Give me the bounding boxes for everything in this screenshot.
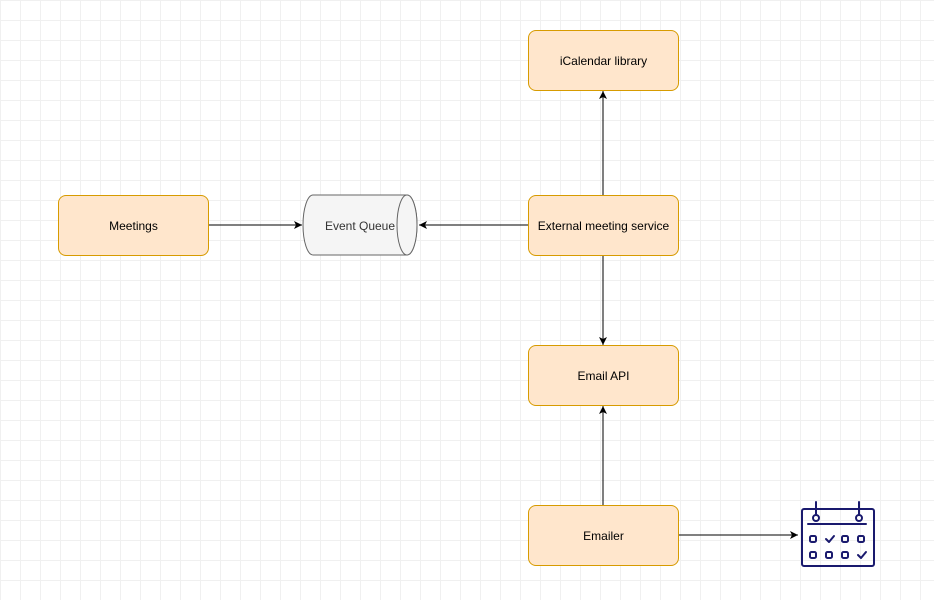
email-api-label: Email API	[577, 368, 630, 383]
meetings-label: Meetings	[109, 218, 158, 233]
external-meeting-service-node[interactable]: External meeting service	[528, 195, 679, 256]
icalendar-library-node[interactable]: iCalendar library	[528, 30, 679, 91]
event-queue-text: Event Queue	[324, 218, 396, 233]
meetings-node[interactable]: Meetings	[58, 195, 209, 256]
external-meeting-service-label: External meeting service	[537, 218, 670, 233]
calendar-icon[interactable]	[800, 500, 876, 570]
emailer-node[interactable]: Emailer	[528, 505, 679, 566]
email-api-node[interactable]: Email API	[528, 345, 679, 406]
emailer-label: Emailer	[583, 528, 624, 543]
icalendar-library-label: iCalendar library	[559, 53, 648, 68]
event-queue-label[interactable]: Event Queue	[313, 195, 407, 256]
